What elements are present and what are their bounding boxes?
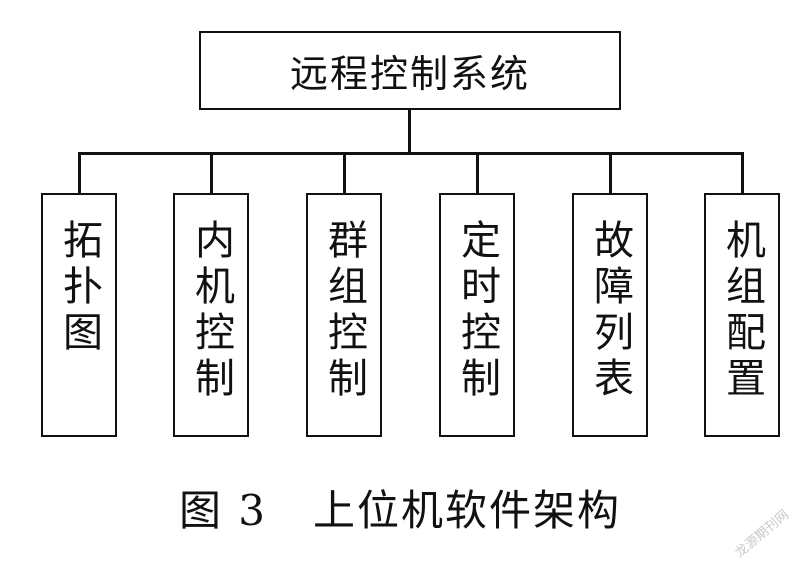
child-node-label: 内机控制 [188, 219, 234, 403]
branch-5 [609, 152, 612, 194]
child-node-label: 群组控制 [321, 219, 367, 403]
child-node-label: 故障列表 [587, 219, 633, 403]
branch-3 [343, 152, 346, 194]
branch-4 [476, 152, 479, 194]
branch-6 [741, 152, 744, 194]
branch-1 [78, 152, 81, 194]
child-node-timer-control: 定时控制 [439, 193, 515, 437]
child-node-label: 定时控制 [454, 219, 500, 403]
root-stem [408, 110, 411, 153]
branch-2 [210, 152, 213, 194]
root-node: 远程控制系统 [199, 31, 621, 110]
child-node-unit-config: 机组配置 [704, 193, 780, 437]
child-node-indoor-control: 内机控制 [173, 193, 249, 437]
child-node-label: 拓扑图 [56, 219, 102, 357]
horizontal-bus [78, 152, 743, 155]
root-node-label: 远程控制系统 [289, 52, 530, 96]
child-node-topology: 拓扑图 [41, 193, 117, 437]
child-node-group-control: 群组控制 [306, 193, 382, 437]
child-node-label: 机组配置 [719, 219, 765, 403]
figure-caption: 图 3 上位机软件架构 [178, 486, 622, 535]
child-node-fault-list: 故障列表 [572, 193, 648, 437]
